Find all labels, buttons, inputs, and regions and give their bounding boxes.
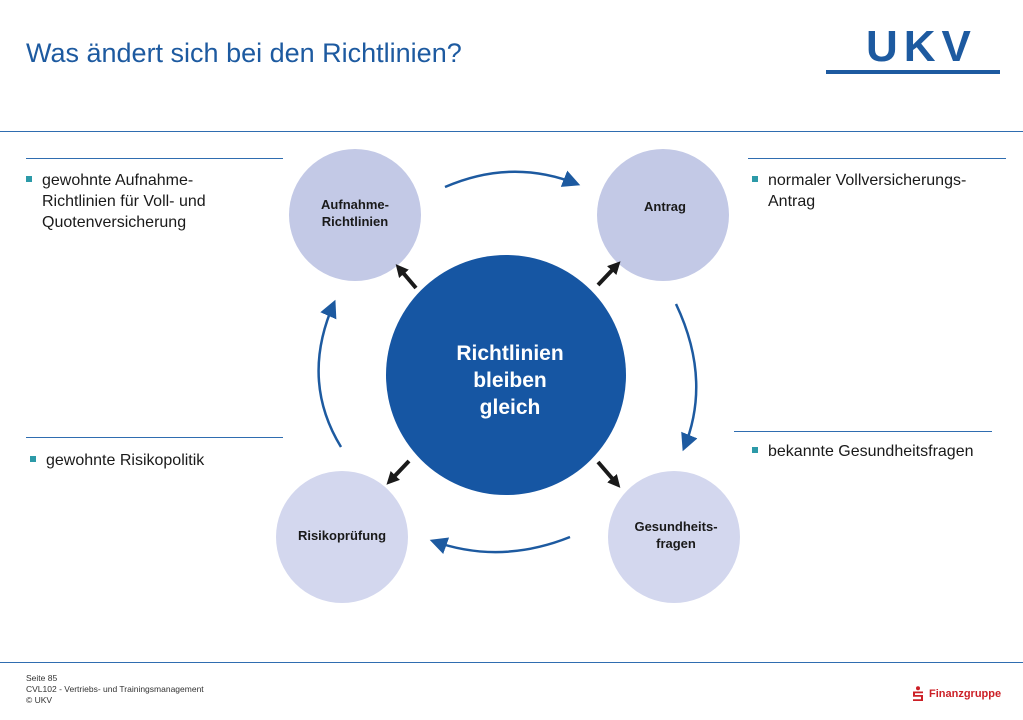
footer-page: Seite 85	[26, 673, 58, 683]
bullet-gesundheit: bekannte Gesundheitsfragen	[752, 441, 1006, 462]
slide-title: Was ändert sich bei den Richtlinien?	[26, 38, 462, 68]
node-label-antrag: Antrag	[644, 199, 686, 214]
logo-underline	[826, 70, 1000, 74]
node-label-gesundheit: Gesundheits- fragen	[634, 519, 718, 551]
sparkasse-brand: Finanzgruppe	[912, 684, 1001, 704]
bullet-risiko: gewohnte Risikopolitik	[30, 450, 280, 471]
node-gesundheit-circle	[608, 471, 740, 603]
radial-arrow-gesundheit	[596, 460, 621, 488]
logo-text: UKV	[866, 22, 977, 71]
bullet-marker	[752, 176, 758, 182]
radial-arrow-aufnahme	[395, 264, 418, 290]
radial-arrow-risiko	[386, 459, 411, 485]
bullet-divider-mid-right	[734, 431, 992, 432]
bullet-marker	[752, 447, 758, 453]
header-divider	[0, 131, 1023, 132]
node-label-aufnahme: Aufnahme- Richtlinien	[321, 197, 389, 229]
bullet-marker	[30, 456, 36, 462]
bullet-divider-mid-left	[26, 437, 283, 438]
node-antrag-circle	[597, 149, 729, 281]
bullet-marker	[26, 176, 32, 182]
node-aufnahme-circle	[289, 149, 421, 281]
sparkasse-s-icon	[913, 686, 923, 701]
bullet-text: normaler Vollversicherungs- Antrag	[768, 172, 967, 210]
bullet-divider-top-left	[26, 158, 283, 159]
center-label: Richtlinien bleiben gleich	[456, 342, 564, 419]
cycle-arrow-left	[317, 299, 343, 448]
brand-name: Finanzgruppe	[929, 688, 1002, 700]
cycle-arrow-bottom	[429, 535, 571, 554]
footer: Seite 85 CVL102 - Vertriebs- und Trainin…	[26, 673, 204, 706]
footer-divider	[0, 662, 1023, 663]
footer-course: CVL102 - Vertriebs- und Trainingsmanagem…	[26, 684, 204, 694]
node-label-risiko: Risikoprüfung	[297, 528, 387, 543]
bullet-aufnahme: gewohnte Aufnahme- Richtlinien für Voll-…	[26, 170, 276, 233]
cycle-arrow-top	[444, 170, 581, 189]
ukv-logo: UKV	[826, 22, 1002, 76]
bullet-text: gewohnte Risikopolitik	[46, 452, 205, 469]
bullet-text: gewohnte Aufnahme- Richtlinien für Voll-…	[42, 172, 206, 231]
radial-arrow-antrag	[596, 261, 621, 287]
center-circle	[386, 255, 626, 495]
cycle-arrow-right	[674, 303, 698, 452]
bullet-divider-top-right	[748, 158, 1006, 159]
bullet-antrag: normaler Vollversicherungs- Antrag	[752, 170, 1006, 212]
footer-copyright: © UKV	[26, 695, 53, 705]
bullet-text: bekannte Gesundheitsfragen	[768, 443, 974, 460]
node-risiko-circle	[276, 471, 408, 603]
